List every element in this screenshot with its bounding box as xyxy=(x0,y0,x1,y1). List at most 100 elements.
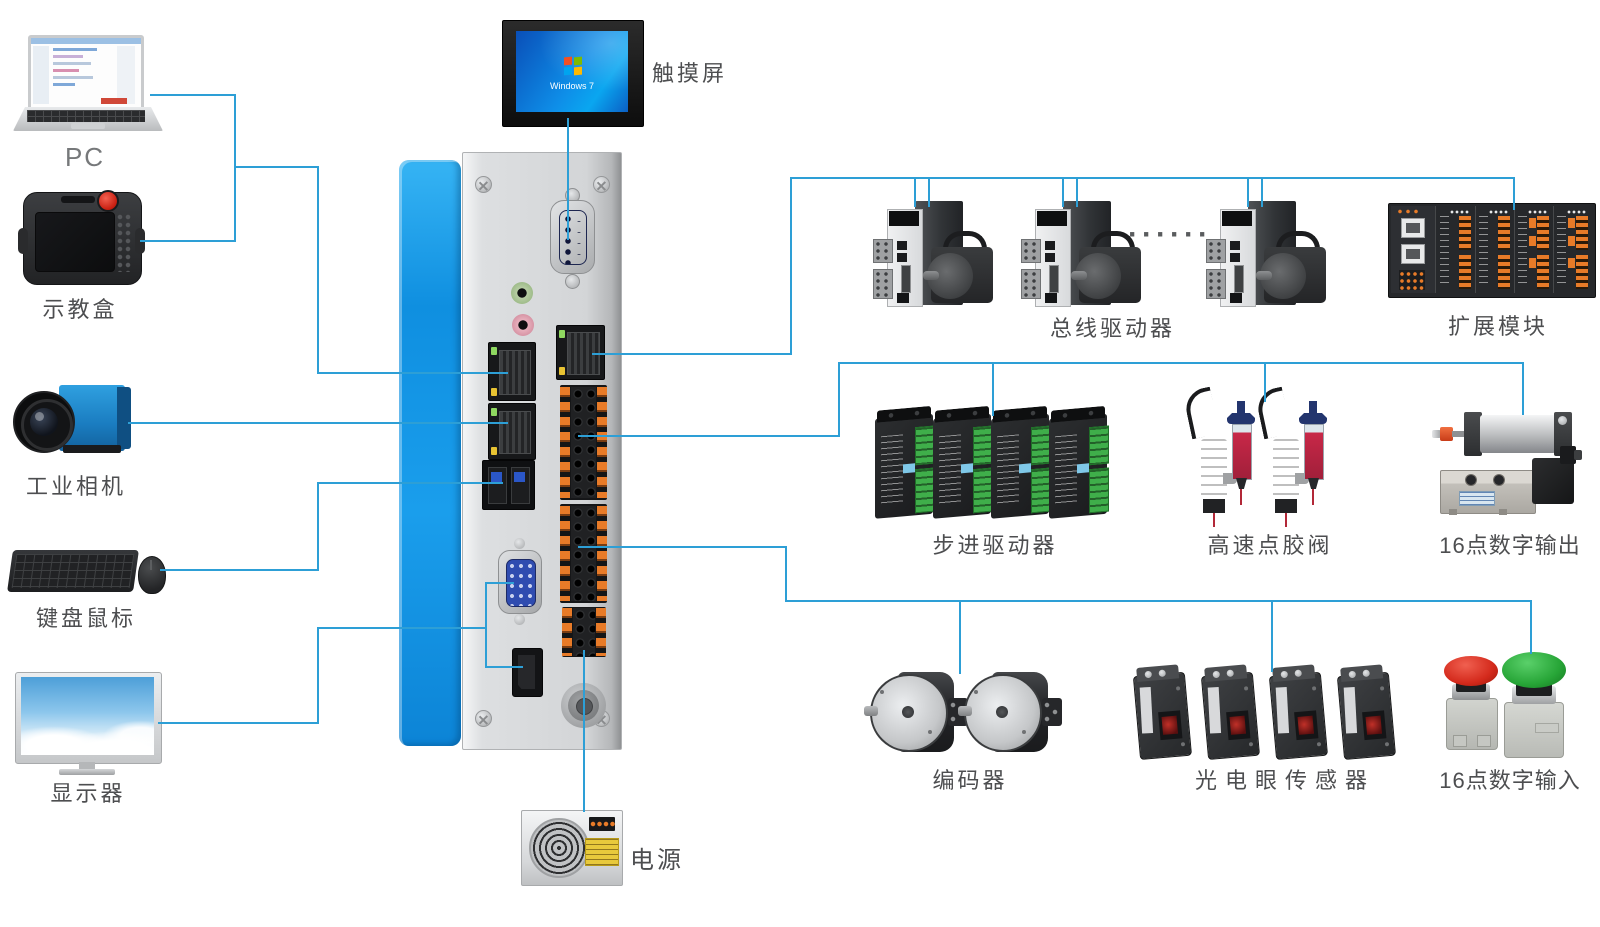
teach-pendant xyxy=(18,188,145,285)
servo-drive-1 xyxy=(865,195,995,310)
emergency-stop-button xyxy=(97,190,119,212)
encoder-shaft xyxy=(864,706,878,716)
red-button-base xyxy=(1446,698,1498,750)
expansion-io-module xyxy=(1515,206,1554,293)
wire-pendant xyxy=(140,240,236,242)
camera-lens xyxy=(13,391,75,453)
valve-cable xyxy=(1182,386,1220,440)
wire-drop-servo3a xyxy=(1247,177,1249,207)
ellipsis-dots: ······ xyxy=(1128,218,1212,251)
windows-logo-yellow xyxy=(574,66,582,76)
screw-icon xyxy=(475,176,492,193)
label-bus-drivers: 总线驱动器 xyxy=(1049,316,1175,341)
wire-touchscreen xyxy=(567,118,569,240)
psu-fan xyxy=(529,818,589,878)
wire-bus-mid xyxy=(838,362,1524,364)
db9-serial-port xyxy=(550,200,595,274)
syringe xyxy=(1232,424,1252,480)
encoder-1 xyxy=(864,666,968,758)
label-pc: PC xyxy=(64,142,106,172)
label-expansion-module: 扩展模块 xyxy=(1447,314,1548,339)
wire-drop-servo1b xyxy=(928,177,930,207)
wire-vga-hdmi-trunk xyxy=(485,582,487,668)
mic-in-jack xyxy=(512,314,534,336)
vga-screw-bottom xyxy=(514,614,525,625)
wire-keyboard xyxy=(160,569,319,571)
io-terminal-block-1 xyxy=(560,385,607,500)
screw-icon xyxy=(593,176,610,193)
wire-monitor xyxy=(158,722,319,724)
controller-side-accent xyxy=(399,160,461,746)
sensor-label xyxy=(1139,687,1154,734)
stepper-driver-3 xyxy=(991,405,1055,525)
wire-bus-top xyxy=(790,177,1515,179)
ethernet-port-1 xyxy=(488,342,536,401)
label-stepper-drivers: 步进驱动器 xyxy=(932,533,1058,558)
wire-tb1-riser xyxy=(838,362,840,437)
wire-drop-cylinder xyxy=(1522,362,1524,415)
touchscreen-display: Windows 7 xyxy=(516,31,628,112)
sensor-lens xyxy=(1161,715,1179,735)
label-dispensing-valves: 高速点胶阀 xyxy=(1207,533,1333,558)
wire-bus-bottom xyxy=(785,600,1532,602)
vga-screw-top xyxy=(514,538,525,549)
screw-icon xyxy=(475,710,492,727)
pendant-keypad xyxy=(117,214,133,272)
stepper-driver-2 xyxy=(933,405,997,525)
wire-tb2 xyxy=(578,546,787,548)
expansion-io-module xyxy=(1437,206,1476,293)
expansion-io-module xyxy=(1476,206,1515,293)
photo-sensor-4 xyxy=(1328,657,1403,764)
label-digital-input: 16点数字输入 xyxy=(1439,768,1581,793)
psu-label xyxy=(585,838,619,866)
laptop-screen xyxy=(28,35,144,113)
photo-sensor-3 xyxy=(1260,657,1335,764)
dispensing-valve-2 xyxy=(1254,385,1329,527)
industrial-camera xyxy=(13,383,135,459)
label-monitor: 显示器 xyxy=(50,781,126,806)
power-terminal-connector xyxy=(562,607,606,657)
wire-drop-valves xyxy=(1264,362,1266,402)
servo-drive-3 xyxy=(1198,195,1328,310)
wire-drop-buttons xyxy=(1530,600,1532,654)
encoder-face xyxy=(870,674,948,752)
wire-tb1 xyxy=(578,435,839,437)
audio-out-jack xyxy=(511,282,533,304)
wire-power xyxy=(583,650,585,812)
label-photo-sensors: 光电眼传感器 xyxy=(1194,768,1375,793)
windows-logo-green xyxy=(574,56,582,66)
wire-ethercat-riser xyxy=(790,177,792,355)
motion-controller xyxy=(395,152,625,750)
ethernet-port-2 xyxy=(488,403,536,460)
photo-sensor-1 xyxy=(1124,657,1199,764)
monitor-screen xyxy=(21,677,154,755)
wire-pc-pendant-trunk xyxy=(234,94,236,242)
dispensing-valve-1 xyxy=(1182,385,1257,527)
wire-to-eth1 xyxy=(317,372,508,374)
wire-drop-encoders xyxy=(959,600,961,674)
wire-to-vga xyxy=(485,582,514,584)
wire-to-hdmi xyxy=(485,666,523,668)
photo-sensor-2 xyxy=(1192,657,1267,764)
valve-body xyxy=(1440,470,1536,515)
windows-version-text: Windows 7 xyxy=(549,81,594,91)
motor-cable xyxy=(943,231,987,254)
pneumatic-cylinder-valve xyxy=(1432,408,1592,524)
wire-monitor-branch xyxy=(317,627,487,629)
io-terminal-block-2 xyxy=(560,504,607,603)
label-power-supply: 电源 xyxy=(630,847,684,874)
wire-drop-servo1a xyxy=(914,177,916,207)
stepper-driver-4 xyxy=(1049,405,1113,525)
solenoid xyxy=(1532,458,1574,504)
wire-monitor-riser xyxy=(317,627,319,724)
hdmi-port xyxy=(512,648,543,697)
stepper-driver-1 xyxy=(875,405,939,525)
keyboard xyxy=(7,550,139,592)
wire-drop-servo2a xyxy=(1062,177,1064,207)
wire-to-usb xyxy=(317,482,503,484)
green-mushroom-button xyxy=(1502,652,1566,688)
monitor xyxy=(15,672,162,776)
wire-drop-steppers xyxy=(992,362,994,416)
wire-drop-sensors xyxy=(1271,600,1273,672)
